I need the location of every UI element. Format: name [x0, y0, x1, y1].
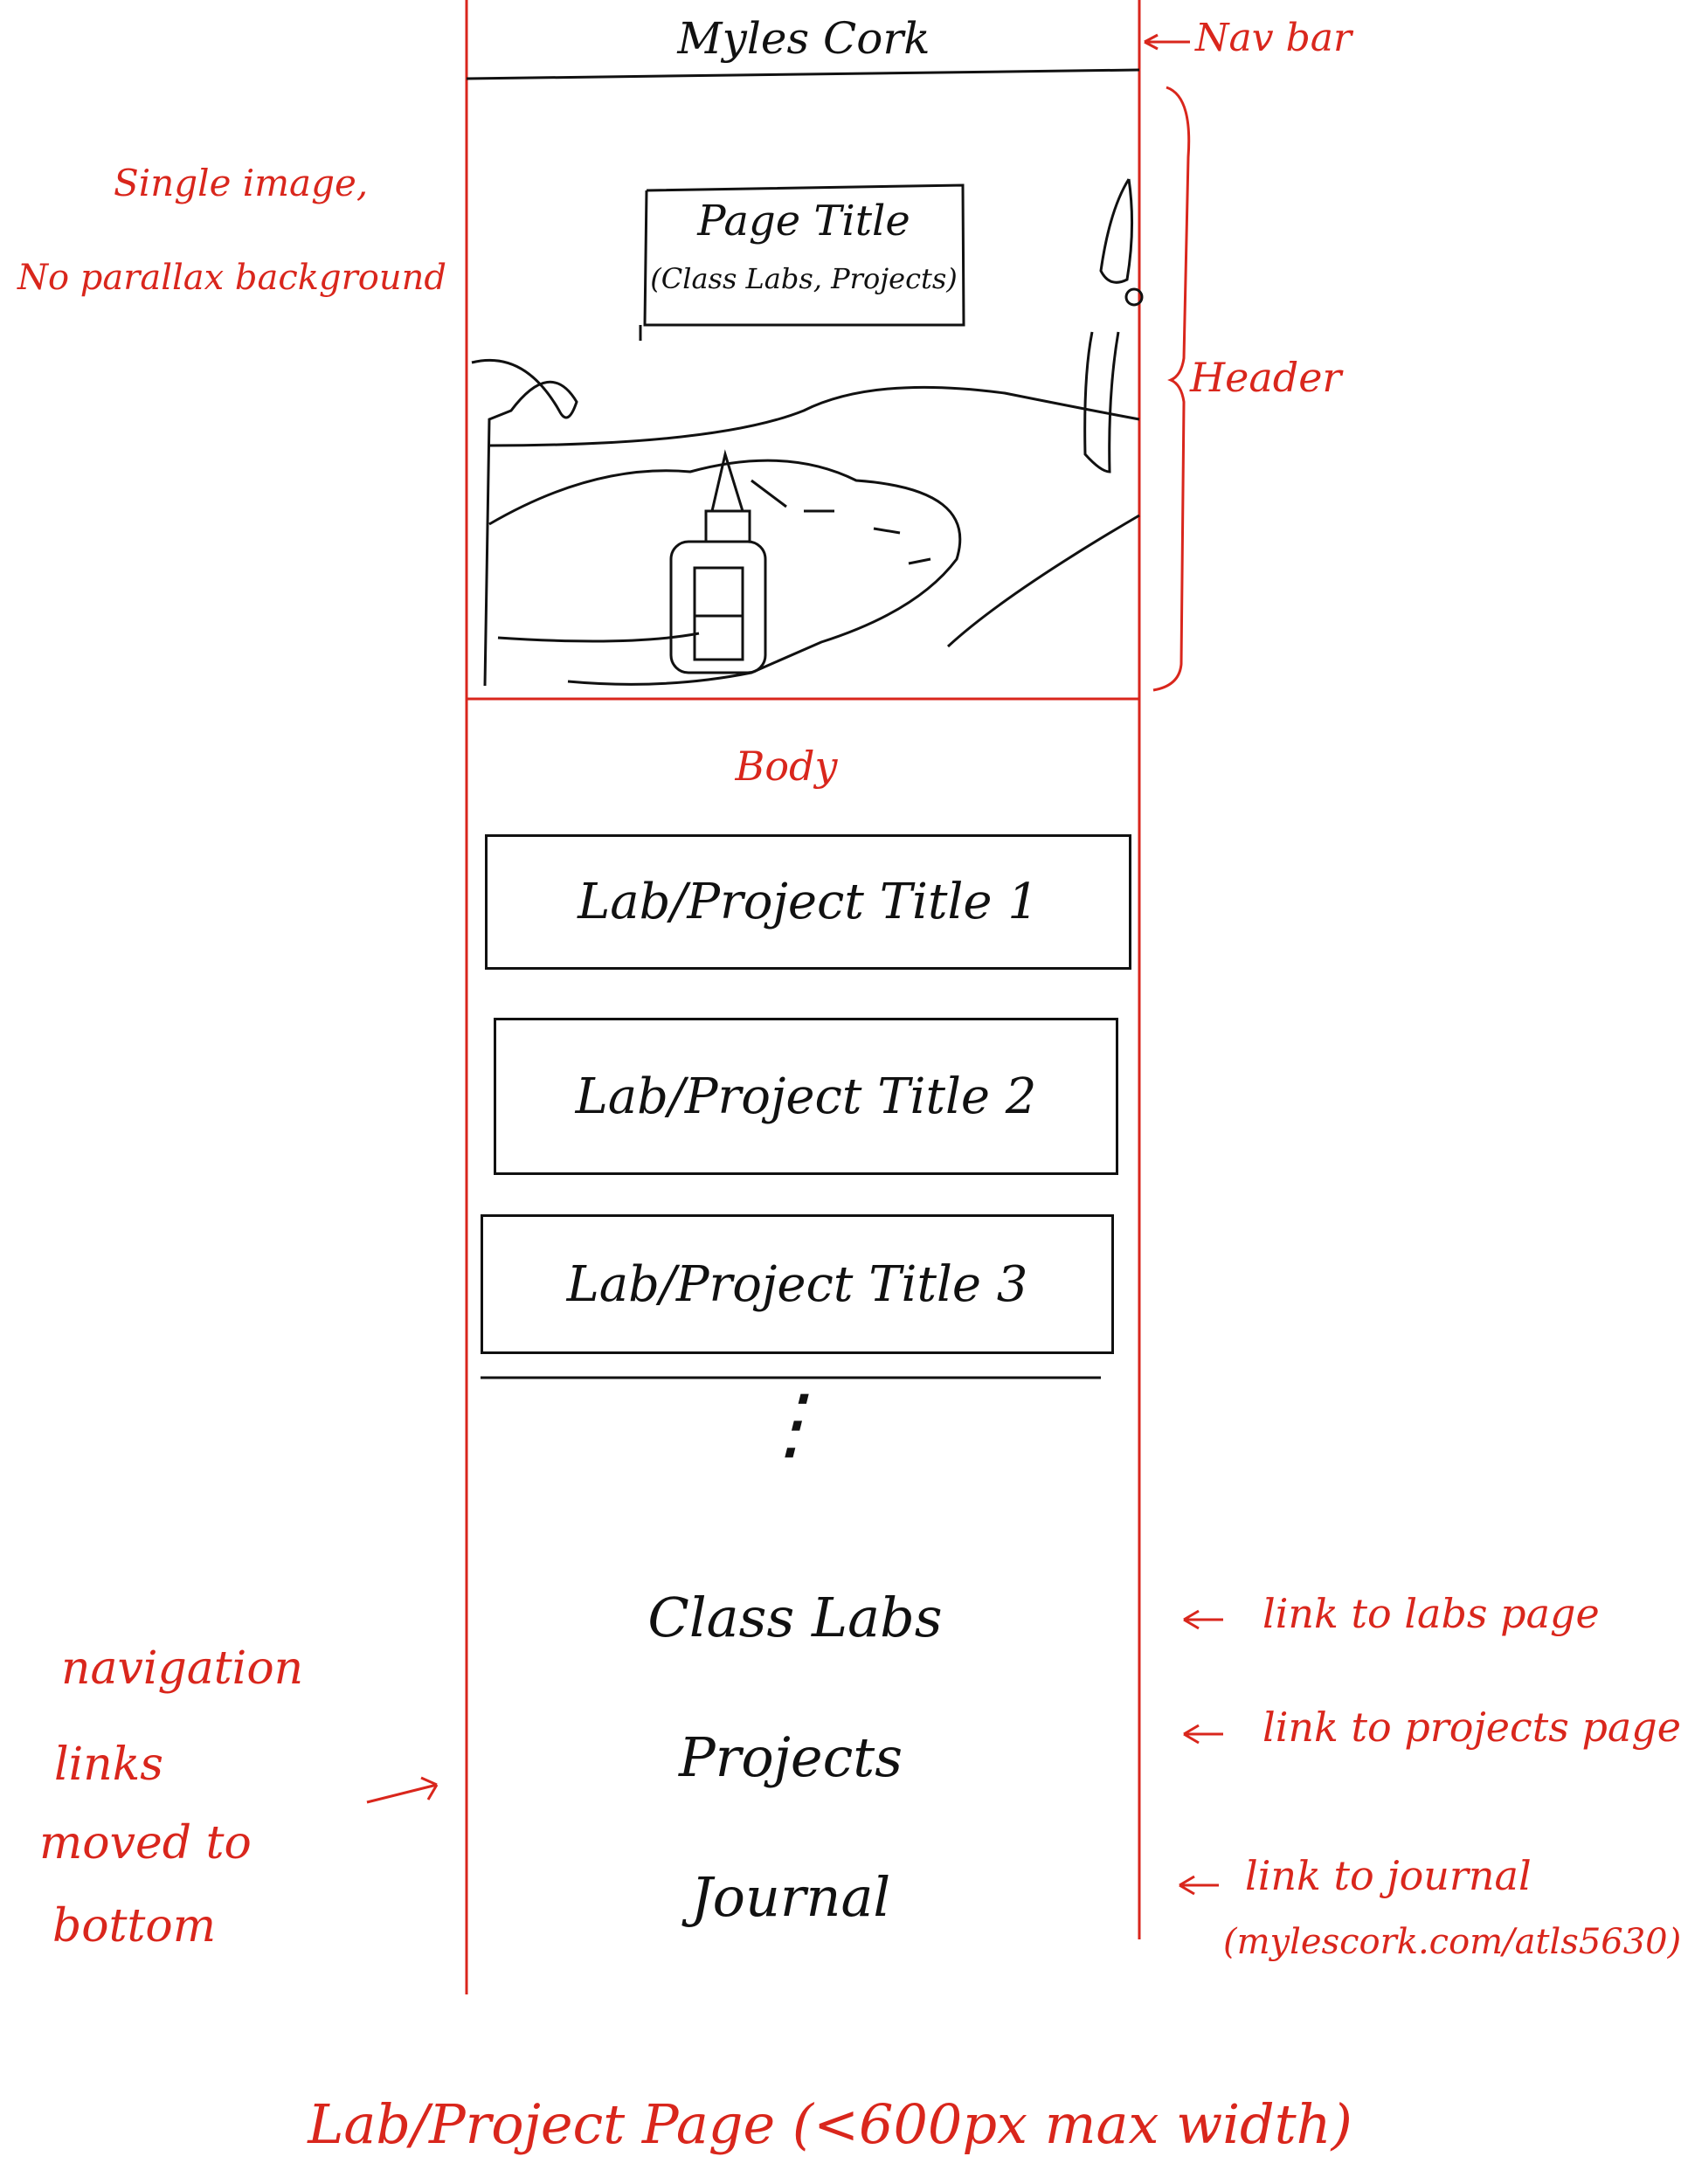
header-annotation: Header [1190, 354, 1342, 401]
navigation-links-arrow [366, 1776, 439, 1804]
pen-ring [1124, 287, 1144, 307]
more-items-indicator: ⋮ [751, 1378, 830, 1469]
faucet-shape [471, 358, 578, 687]
hill-back [488, 385, 1140, 447]
navbar-arrow [1144, 33, 1190, 51]
glue-bottle-body [669, 540, 767, 674]
journal-link[interactable]: Journal [690, 1865, 891, 1929]
projects-arrow [1183, 1724, 1223, 1745]
navigation-links-annotation: navigation [61, 1642, 304, 1695]
page-title-text: Page Title [697, 197, 910, 245]
journal-arrow [1179, 1875, 1219, 1896]
single-image-annotation-line2: No parallax background [17, 258, 446, 298]
hill-right [946, 514, 1140, 648]
header-brace [1152, 86, 1191, 692]
item-title: Lab/Project Title 1 [578, 874, 1039, 930]
link-journal-url-annotation: (mylescork.com/atls5630) [1223, 1922, 1681, 1962]
link-labs-annotation: link to labs page [1262, 1590, 1600, 1637]
nav-bar-annotation: Nav bar [1195, 16, 1352, 60]
link-journal-annotation: link to journal [1245, 1852, 1532, 1899]
hill-middle [488, 459, 962, 686]
navbar-divider [466, 68, 1140, 80]
page-caption: Lab/Project Page (<600px max width) [308, 2092, 1352, 2156]
page-title-subtext: (Class Labs, Projects) [650, 262, 958, 295]
item-box-3[interactable]: Lab/Project Title 3 [481, 1214, 1114, 1354]
navigation-links-annotation-line2: links [54, 1738, 163, 1791]
glue-bottle-cap [704, 509, 751, 543]
item-title: Lab/Project Title 3 [566, 1255, 1028, 1313]
navigation-links-annotation-line4: bottom [52, 1900, 217, 1952]
class-labs-link[interactable]: Class Labs [647, 1586, 943, 1649]
single-image-annotation: Single image, [114, 162, 369, 204]
glue-bottle-label [693, 566, 744, 661]
item-box-1[interactable]: Lab/Project Title 1 [485, 834, 1131, 970]
projects-link[interactable]: Projects [678, 1725, 903, 1789]
pen-shape [1083, 178, 1134, 473]
nav-title[interactable]: Myles Cork [677, 13, 930, 64]
page-title-box-outline [639, 183, 965, 341]
labs-arrow [1183, 1609, 1223, 1630]
sketch-dashes [751, 479, 931, 565]
hill-front [497, 632, 700, 643]
body-label: Body [735, 743, 838, 790]
navigation-links-annotation-line3: moved to [39, 1817, 252, 1870]
item-box-2[interactable]: Lab/Project Title 2 [494, 1018, 1118, 1175]
item-title: Lab/Project Title 2 [575, 1068, 1037, 1125]
link-projects-annotation: link to projects page [1262, 1704, 1681, 1751]
